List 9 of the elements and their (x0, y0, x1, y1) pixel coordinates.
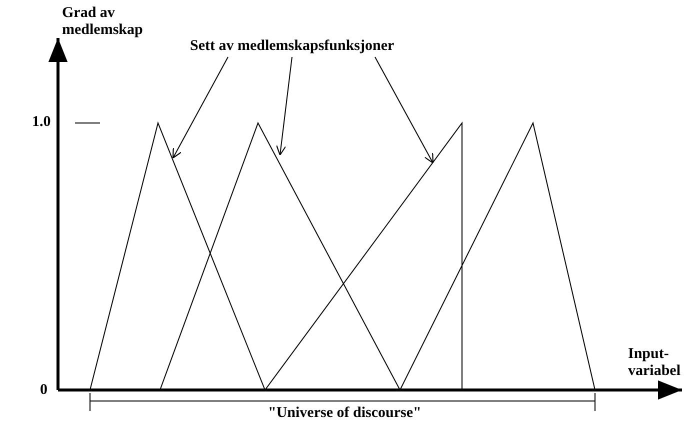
leader-arrow (172, 56, 228, 159)
tick-label: 0 (40, 382, 48, 399)
axis-title: Grad av medlemskap (62, 5, 144, 39)
leader-arrow (276, 56, 292, 156)
tick-label: 1.0 (32, 114, 51, 131)
axis-title: Input-variabel (628, 346, 682, 380)
dimension-label: "Universe of discourse" (268, 405, 422, 422)
group-label: Sett av medlemskapsfunksjoner (190, 38, 394, 55)
leader-arrow (374, 56, 434, 164)
